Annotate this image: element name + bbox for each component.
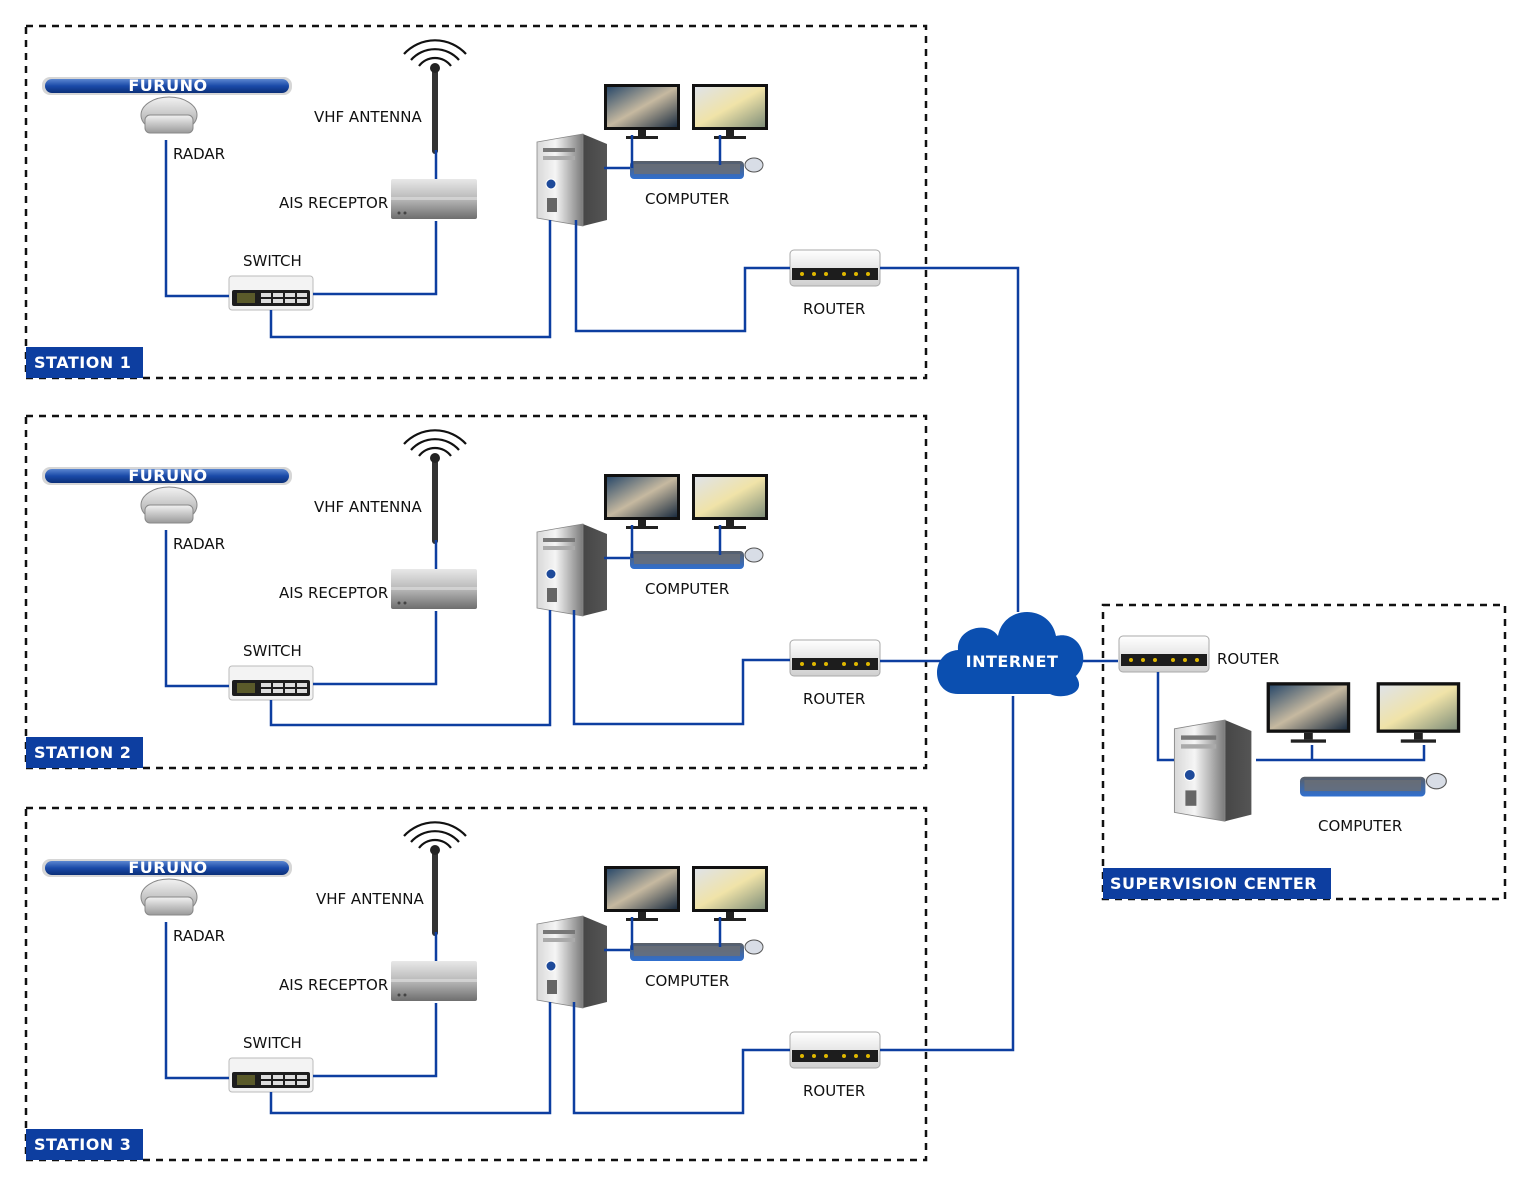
vhf-antenna-icon [402, 821, 468, 938]
computer-label: COMPUTER [645, 190, 729, 208]
supervision-tag [1103, 868, 1331, 899]
switch-icon [228, 1057, 314, 1093]
ais-receptor-label: AIS RECEPTOR [279, 976, 388, 994]
radar-brand: FURUNO [128, 466, 207, 485]
station-1: FURUNO RADAR VHF ANTENNA AIS RECEPTOR SW… [24, 24, 928, 380]
station-3: FURUNO RADAR VHF ANTENNA AIS RECEPTOR SW… [24, 806, 928, 1162]
vhf-antenna-icon [402, 39, 468, 156]
computer-label: COMPUTER [645, 972, 729, 990]
vhf-antenna-label: VHF ANTENNA [314, 108, 423, 126]
monitor-icon [1266, 682, 1351, 743]
router-label: ROUTER [1217, 650, 1279, 668]
vhf-antenna-label: VHF ANTENNA [314, 498, 423, 516]
internet-cloud: INTERNET [937, 612, 1084, 697]
supervision-name: SUPERVISION CENTER [1110, 874, 1317, 893]
station-name: STATION 3 [34, 1135, 131, 1154]
station-tag [26, 1129, 143, 1160]
vhf-antenna-icon [402, 429, 468, 546]
radar-brand: FURUNO [128, 76, 207, 95]
station-frame [24, 414, 928, 770]
monitor-icon [692, 474, 768, 529]
supervision-center: ROUTER COMPUTER SUPERVISION CENTER [1101, 603, 1507, 901]
monitor-icon [604, 84, 680, 139]
ais-receptor-label: AIS RECEPTOR [279, 194, 388, 212]
computer-tower-icon [536, 915, 608, 1009]
monitor-icon [604, 866, 680, 921]
radar-brand: FURUNO [128, 858, 207, 877]
router-label: ROUTER [803, 690, 865, 708]
monitor-icon [692, 866, 768, 921]
monitor-icon [692, 84, 768, 139]
station-tag [26, 737, 143, 768]
radar-label: RADAR [173, 927, 225, 945]
keyboard-icon [629, 157, 764, 180]
station-2: FURUNO RADAR VHF ANTENNA AIS RECEPTOR SW… [24, 414, 928, 770]
station-name: STATION 1 [34, 353, 131, 372]
station-tag [26, 347, 143, 378]
computer-label: COMPUTER [1318, 817, 1402, 835]
switch-icon [228, 275, 314, 311]
internet-label: INTERNET [966, 652, 1059, 671]
router-label: ROUTER [803, 1082, 865, 1100]
computer-label: COMPUTER [645, 580, 729, 598]
ais-receptor-icon [391, 569, 477, 609]
router-label: ROUTER [803, 300, 865, 318]
computer-tower-icon [536, 523, 608, 617]
keyboard-icon [629, 939, 764, 962]
monitor-icon [1376, 682, 1461, 743]
ais-receptor-icon [391, 961, 477, 1001]
radar-label: RADAR [173, 535, 225, 553]
router-icon [789, 639, 881, 677]
ais-receptor-label: AIS RECEPTOR [279, 584, 388, 602]
router-icon [1118, 635, 1210, 673]
router-icon [789, 1031, 881, 1069]
vhf-antenna-label: VHF ANTENNA [316, 890, 425, 908]
switch-icon [228, 665, 314, 701]
station-frame [24, 24, 928, 380]
computer-tower-icon [1173, 719, 1252, 822]
keyboard-icon [1299, 772, 1447, 798]
ais-receptor-icon [391, 179, 477, 219]
switch-label: SWITCH [243, 252, 302, 270]
switch-label: SWITCH [243, 642, 302, 660]
monitor-icon [604, 474, 680, 529]
keyboard-icon [629, 547, 764, 570]
station-name: STATION 2 [34, 743, 131, 762]
computer-tower-icon [536, 133, 608, 227]
radar-label: RADAR [173, 145, 225, 163]
switch-label: SWITCH [243, 1034, 302, 1052]
station-frame [24, 806, 928, 1162]
router-icon [789, 249, 881, 287]
